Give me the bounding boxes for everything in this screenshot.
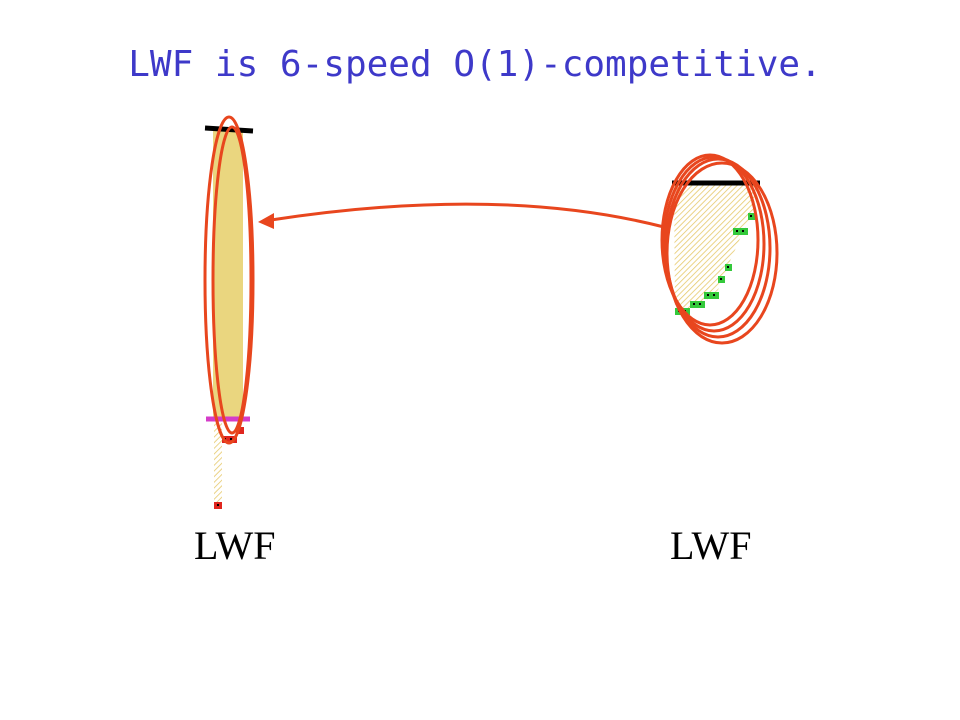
job-dot [720, 278, 722, 280]
job-dot [707, 294, 709, 296]
right-ellipse-2 [662, 155, 766, 333]
right-ellipses [660, 153, 779, 345]
left-label: LWF [194, 523, 276, 568]
right-ellipse-4 [665, 161, 779, 345]
job-dot [742, 230, 744, 232]
job-dot [713, 294, 715, 296]
right-stack [660, 153, 779, 345]
right-ellipse-1 [660, 153, 760, 327]
arrow-head [258, 213, 274, 229]
job-dot [693, 303, 695, 305]
green-job [704, 292, 719, 299]
left-hatch-tail [214, 420, 222, 508]
left-ellipse-inner [211, 125, 253, 435]
job-dot [699, 303, 701, 305]
right-hatch-region [674, 183, 758, 313]
arrow-icon [258, 202, 665, 229]
job-dot [217, 504, 219, 506]
job-dot [230, 438, 232, 440]
right-label: LWF [670, 523, 752, 568]
job-dot [736, 230, 738, 232]
left-ellipse-outer [203, 115, 255, 445]
slide-title: LWF is 6-speed O(1)-competitive. [128, 44, 822, 85]
job-dot [750, 215, 752, 217]
green-job [690, 301, 705, 308]
left-stack [203, 115, 255, 509]
green-job [733, 228, 748, 235]
job-dot [727, 266, 729, 268]
arrow-shaft [270, 202, 665, 229]
red-job [222, 436, 237, 443]
red-job [236, 427, 244, 434]
